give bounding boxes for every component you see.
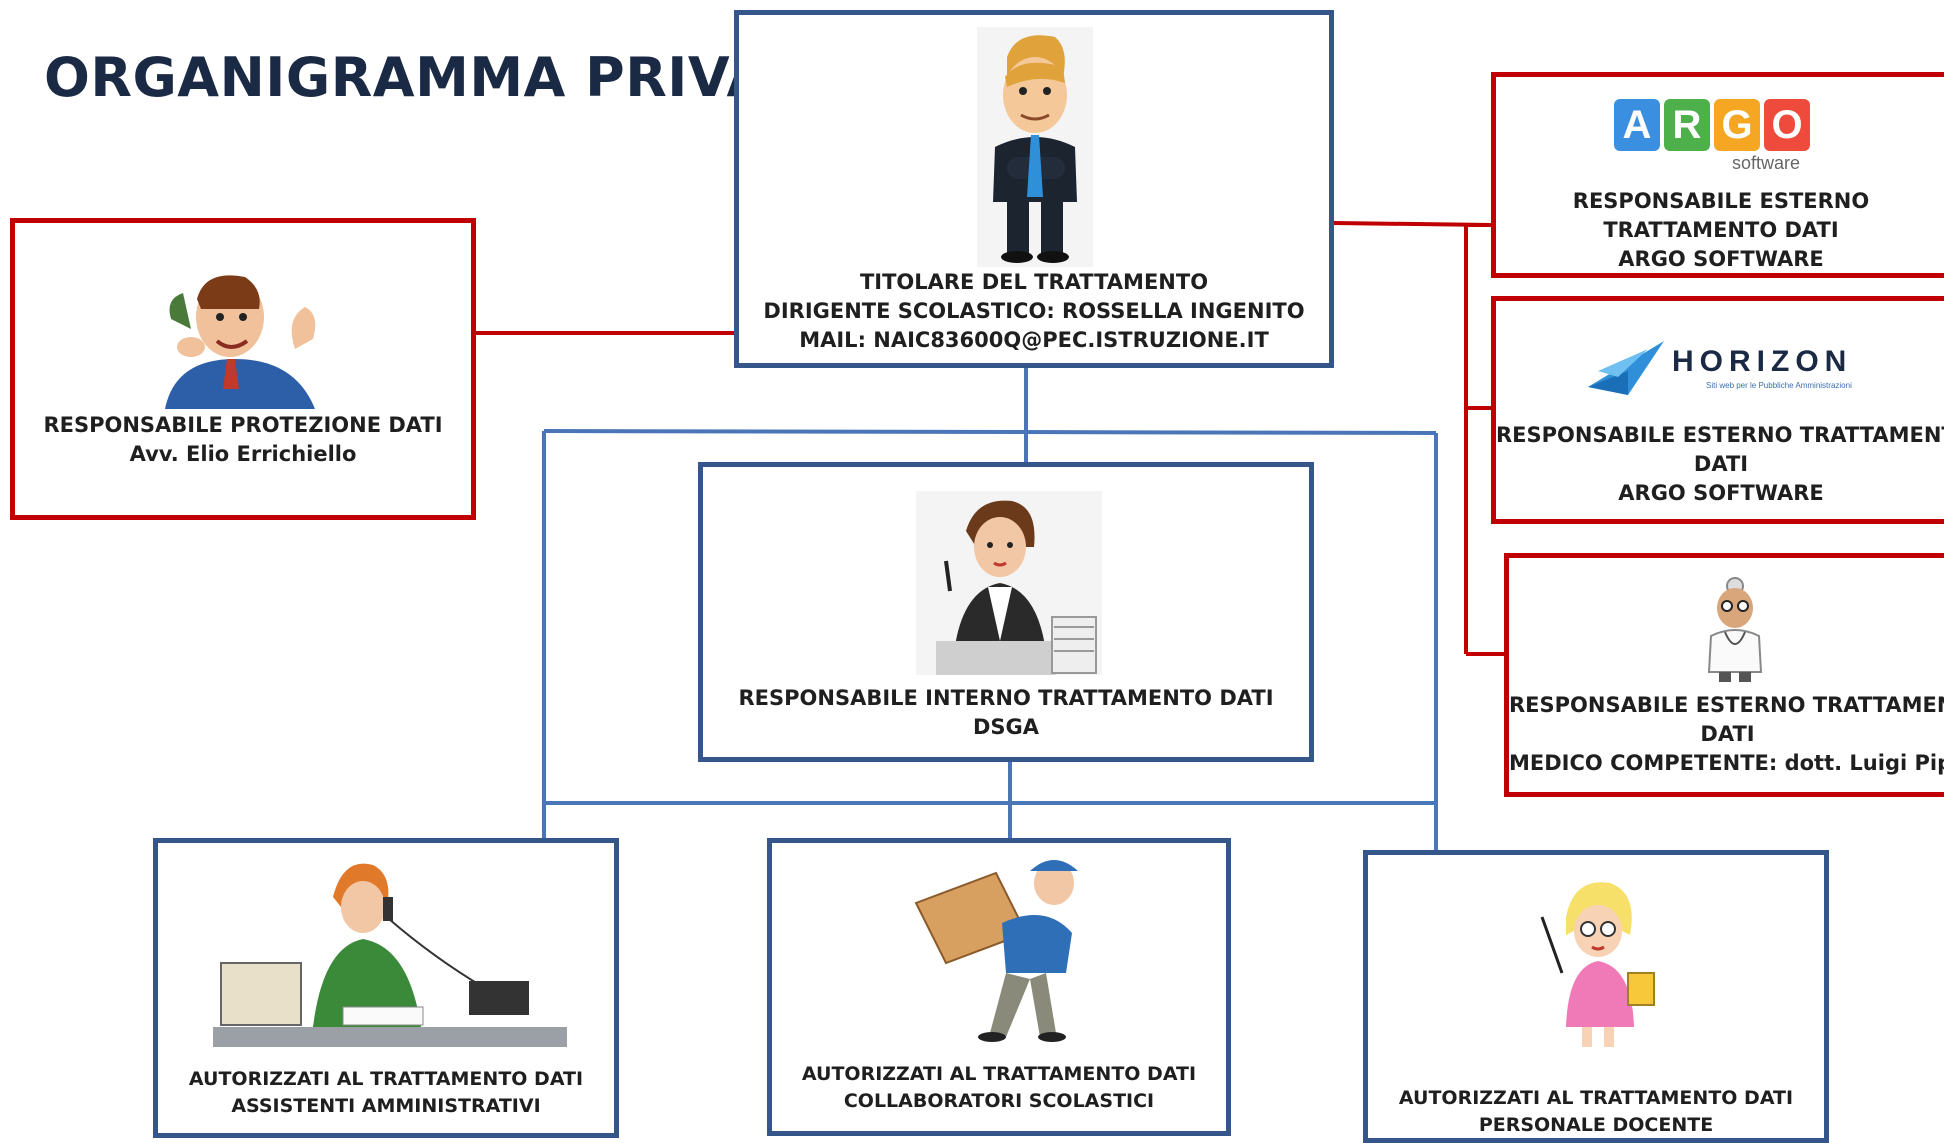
doctor-icon: [1707, 577, 1763, 682]
medico-line-2: DATI: [1700, 722, 1755, 746]
argo-box: A R G O software RESPONSABILE ESTERNO TR…: [1491, 72, 1944, 278]
horizon-line-3: ARGO SOFTWARE: [1618, 481, 1824, 505]
argo-logo-letter-r: R: [1664, 99, 1710, 151]
argo-line-2: TRATTAMENTO DATI: [1603, 218, 1839, 242]
dsga-line-2: DSGA: [972, 715, 1040, 739]
assistenti-box: AUTORIZZATI AL TRATTAMENTO DATI ASSISTEN…: [153, 838, 619, 1138]
medico-line-3: MEDICO COMPETENTE: dott. Luigi Pipolo: [1509, 751, 1944, 775]
medico-line-1: RESPONSABILE ESTERNO TRATTAMENTO: [1509, 693, 1944, 717]
docenti-box: AUTORIZZATI AL TRATTAMENTO DATI PERSONAL…: [1363, 850, 1829, 1143]
receptionist-on-phone-icon: [213, 863, 567, 1047]
horizon-box: HORIZON Siti web per le Pubbliche Ammini…: [1491, 296, 1944, 524]
businessman-arms-crossed-icon: [977, 27, 1093, 267]
argo-logo-letter-g: G: [1714, 99, 1760, 151]
teacher-with-pointer-icon: [1540, 882, 1655, 1047]
docenti-line-2: PERSONALE DOCENTE: [1478, 1114, 1714, 1136]
dsga-line-1: RESPONSABILE INTERNO TRATTAMENTO DATI: [738, 686, 1274, 710]
horizon-line-1: RESPONSABILE ESTERNO TRATTAMENTO: [1496, 423, 1944, 447]
horizon-logo-text: HORIZON: [1672, 345, 1853, 378]
titolare-line-3: MAIL: NAIC83600Q@PEC.ISTRUZIONE.IT: [799, 328, 1269, 352]
argo-logo: A R G O software: [1614, 99, 1834, 179]
argo-logo-letter-a: A: [1614, 99, 1660, 151]
horizon-line-2: DATI: [1693, 452, 1749, 476]
titolare-box: TITOLARE DEL TRATTAMENTO DIRIGENTE SCOLA…: [734, 10, 1334, 368]
collaboratori-line-1: AUTORIZZATI AL TRATTAMENTO DATI: [801, 1063, 1197, 1085]
horizon-logo-sub: Siti web per le Pubbliche Amministrazion…: [1706, 381, 1852, 390]
worker-carrying-box-icon: [914, 860, 1078, 1042]
titolare-line-2: DIRIGENTE SCOLASTICO: ROSSELLA INGENITO: [763, 299, 1305, 323]
assistenti-line-2: ASSISTENTI AMMINISTRATIVI: [231, 1095, 541, 1117]
medico-box: RESPONSABILE ESTERNO TRATTAMENTO DATI ME…: [1504, 553, 1944, 797]
argo-line-1: RESPONSABILE ESTERNO: [1572, 189, 1870, 213]
woman-with-documents-icon: [916, 491, 1102, 675]
argo-logo-sub: software: [1732, 153, 1801, 173]
titolare-line-1: TITOLARE DEL TRATTAMENTO: [859, 270, 1209, 294]
dsga-box: RESPONSABILE INTERNO TRATTAMENTO DATI DS…: [698, 462, 1314, 762]
argo-line-3: ARGO SOFTWARE: [1618, 247, 1824, 271]
page-title: ORGANIGRAMMA PRIVACY: [44, 46, 849, 109]
assistenti-line-1: AUTORIZZATI AL TRATTAMENTO DATI: [188, 1068, 584, 1090]
paper-plane-logo-icon: [1588, 341, 1664, 395]
man-on-telephone-icon: [165, 275, 316, 409]
rpd-line-1: RESPONSABILE PROTEZIONE DATI: [43, 413, 443, 437]
docenti-line-1: AUTORIZZATI AL TRATTAMENTO DATI: [1398, 1087, 1794, 1109]
collaboratori-line-2: COLLABORATORI SCOLASTICI: [843, 1090, 1155, 1112]
argo-logo-letter-o: O: [1764, 99, 1810, 151]
rpd-line-2: Avv. Elio Errichiello: [129, 442, 357, 466]
rpd-box: RESPONSABILE PROTEZIONE DATI Avv. Elio E…: [10, 218, 476, 520]
collaboratori-box: AUTORIZZATI AL TRATTAMENTO DATI COLLABOR…: [767, 838, 1231, 1136]
